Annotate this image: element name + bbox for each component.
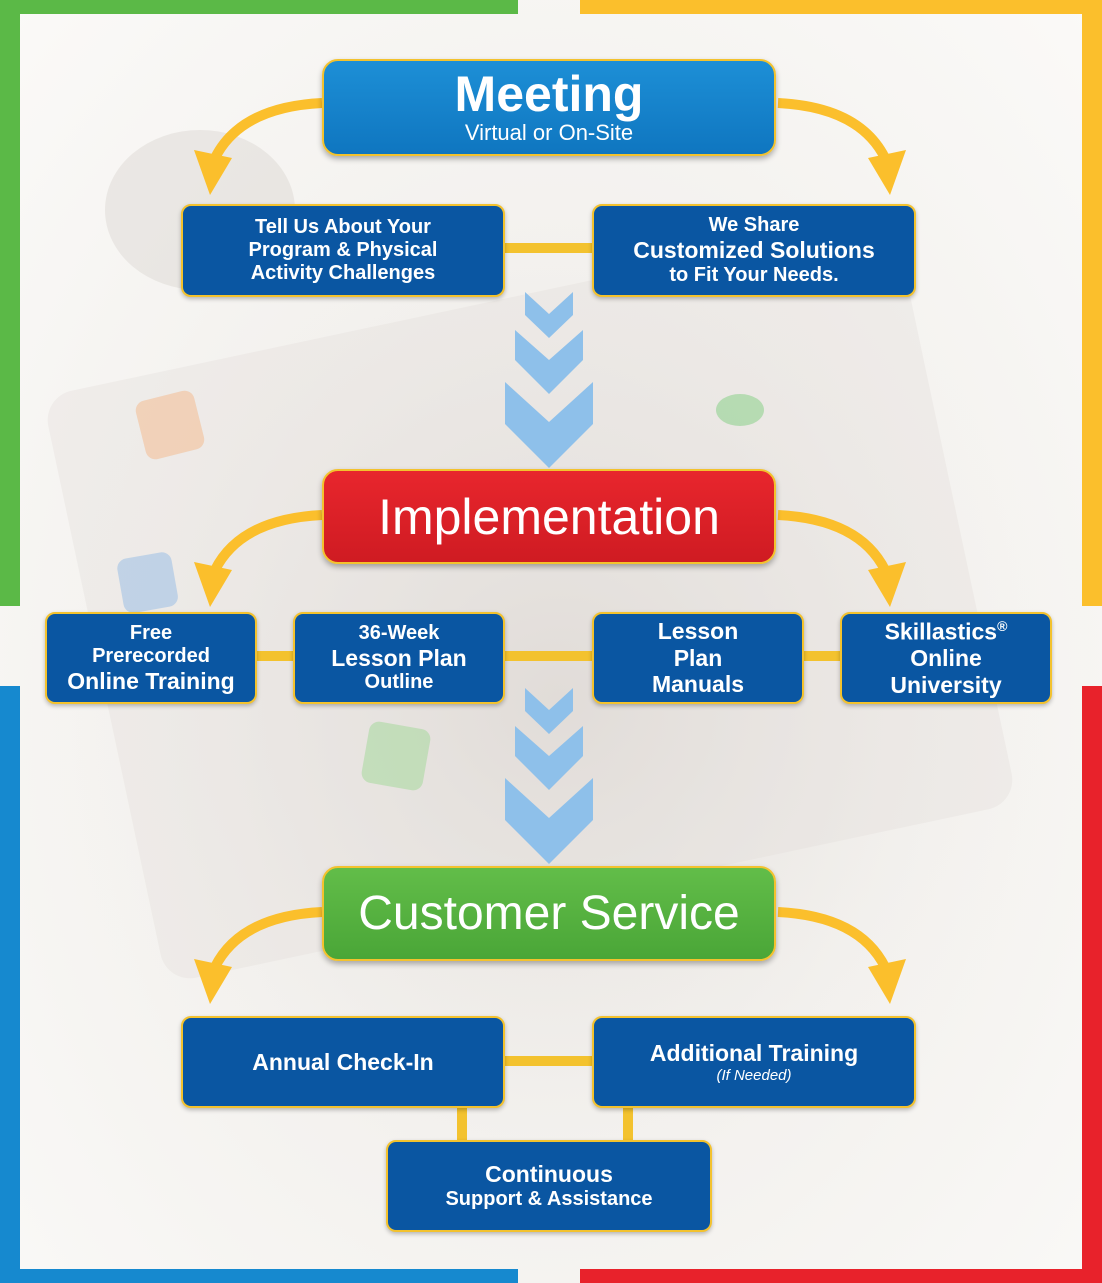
free-training-box: Free Prerecorded Online Training bbox=[45, 612, 257, 704]
lesson-plan-manuals-box: Lesson Plan Manuals bbox=[592, 612, 804, 704]
free-training-line-3: Online Training bbox=[67, 667, 235, 694]
lesson-outline-line-1: 36-Week bbox=[358, 621, 440, 644]
annual-check-in-box: Annual Check-In bbox=[181, 1016, 505, 1108]
tell-us-line-1: Tell Us About Your bbox=[255, 216, 431, 238]
meeting-title: Meeting bbox=[454, 66, 644, 123]
we-share-line-1: We Share bbox=[708, 214, 800, 237]
customer-service-header: Customer Service bbox=[322, 866, 776, 961]
lesson-outline-line-3: Outline bbox=[364, 671, 434, 694]
connector-impl-1-2 bbox=[256, 651, 296, 661]
tell-us-line-2: Program & Physical bbox=[248, 239, 438, 261]
university-brand: Skillastics bbox=[884, 618, 998, 645]
connector-service-boxes bbox=[504, 1056, 594, 1066]
arrow-impl-left bbox=[210, 510, 323, 573]
frame-red-bottom bbox=[580, 1269, 1102, 1283]
arrow-meeting-left-head bbox=[194, 150, 232, 195]
customer-service-title: Customer Service bbox=[358, 886, 740, 940]
manuals-line-3: Manuals bbox=[651, 671, 745, 698]
arrow-cs-right-head bbox=[868, 959, 906, 1004]
connector-impl-2-3 bbox=[505, 651, 595, 661]
we-share-box: We Share Customized Solutions to Fit You… bbox=[592, 204, 916, 297]
chevrons-meeting-to-implementation bbox=[505, 292, 593, 468]
registered-mark: ® bbox=[997, 618, 1008, 635]
arrow-meeting-right bbox=[777, 98, 890, 161]
university-line-2: Online bbox=[910, 645, 982, 672]
we-share-line-3: to Fit Your Needs. bbox=[669, 263, 839, 286]
connector-additional-continuous bbox=[623, 1106, 633, 1142]
frame-yellow-right bbox=[1082, 0, 1102, 606]
meeting-subtitle: Virtual or On-Site bbox=[464, 120, 634, 146]
connector-annual-continuous bbox=[457, 1106, 467, 1142]
continuous-support-box: Continuous Support & Assistance bbox=[386, 1140, 712, 1232]
frame-green-left bbox=[0, 0, 20, 606]
frame-blue-left bbox=[0, 686, 20, 1283]
skillastics-university-box: Skillastics® Online University bbox=[840, 612, 1052, 704]
chevrons-implementation-to-service bbox=[505, 688, 593, 864]
additional-training-box: Additional Training (If Needed) bbox=[592, 1016, 916, 1108]
arrow-cs-left-head bbox=[194, 959, 232, 1004]
frame-yellow-top-right bbox=[580, 0, 1102, 14]
chevron-icon bbox=[525, 292, 573, 338]
chevron-icon bbox=[515, 726, 583, 790]
annual-check-in-label: Annual Check-In bbox=[252, 1048, 434, 1075]
tell-us-box: Tell Us About Your Program & Physical Ac… bbox=[181, 204, 505, 297]
additional-training-note: (If Needed) bbox=[716, 1066, 792, 1084]
arrow-cs-left bbox=[210, 907, 323, 970]
meeting-header: Meeting Virtual or On-Site bbox=[322, 59, 776, 156]
frame-green-top-left bbox=[0, 0, 518, 14]
we-share-line-2: Customized Solutions bbox=[633, 237, 875, 264]
continuous-line-2: Support & Assistance bbox=[445, 1187, 653, 1210]
manuals-line-2: Plan bbox=[673, 644, 723, 671]
additional-training-title: Additional Training bbox=[649, 1040, 859, 1067]
frame-blue-bottom bbox=[0, 1269, 518, 1283]
lesson-plan-outline-box: 36-Week Lesson Plan Outline bbox=[293, 612, 505, 704]
continuous-line-1: Continuous bbox=[485, 1161, 613, 1188]
arrow-impl-right-head bbox=[868, 562, 906, 607]
university-line-3: University bbox=[890, 671, 1002, 698]
arrow-meeting-left bbox=[210, 98, 323, 161]
implementation-header: Implementation bbox=[322, 469, 776, 564]
connector-meeting-boxes bbox=[504, 243, 594, 253]
university-line-1: Skillastics® bbox=[885, 618, 1008, 645]
chevron-icon bbox=[515, 330, 583, 394]
chevron-icon bbox=[505, 382, 593, 468]
connector-impl-3-4 bbox=[803, 651, 843, 661]
frame-red-right bbox=[1082, 686, 1102, 1283]
manuals-line-1: Lesson bbox=[657, 618, 739, 645]
arrow-impl-left-head bbox=[194, 562, 232, 607]
free-training-line-1: Free bbox=[129, 621, 173, 644]
arrow-meeting-right-head bbox=[868, 150, 906, 195]
chevron-icon bbox=[525, 688, 573, 734]
free-training-line-2: Prerecorded bbox=[92, 644, 210, 667]
arrow-impl-right bbox=[777, 510, 890, 573]
arrow-cs-right bbox=[777, 907, 890, 970]
chevron-icon bbox=[505, 778, 593, 864]
tell-us-line-3: Activity Challenges bbox=[250, 262, 436, 284]
implementation-title: Implementation bbox=[378, 488, 720, 545]
lesson-outline-line-2: Lesson Plan bbox=[331, 644, 467, 671]
